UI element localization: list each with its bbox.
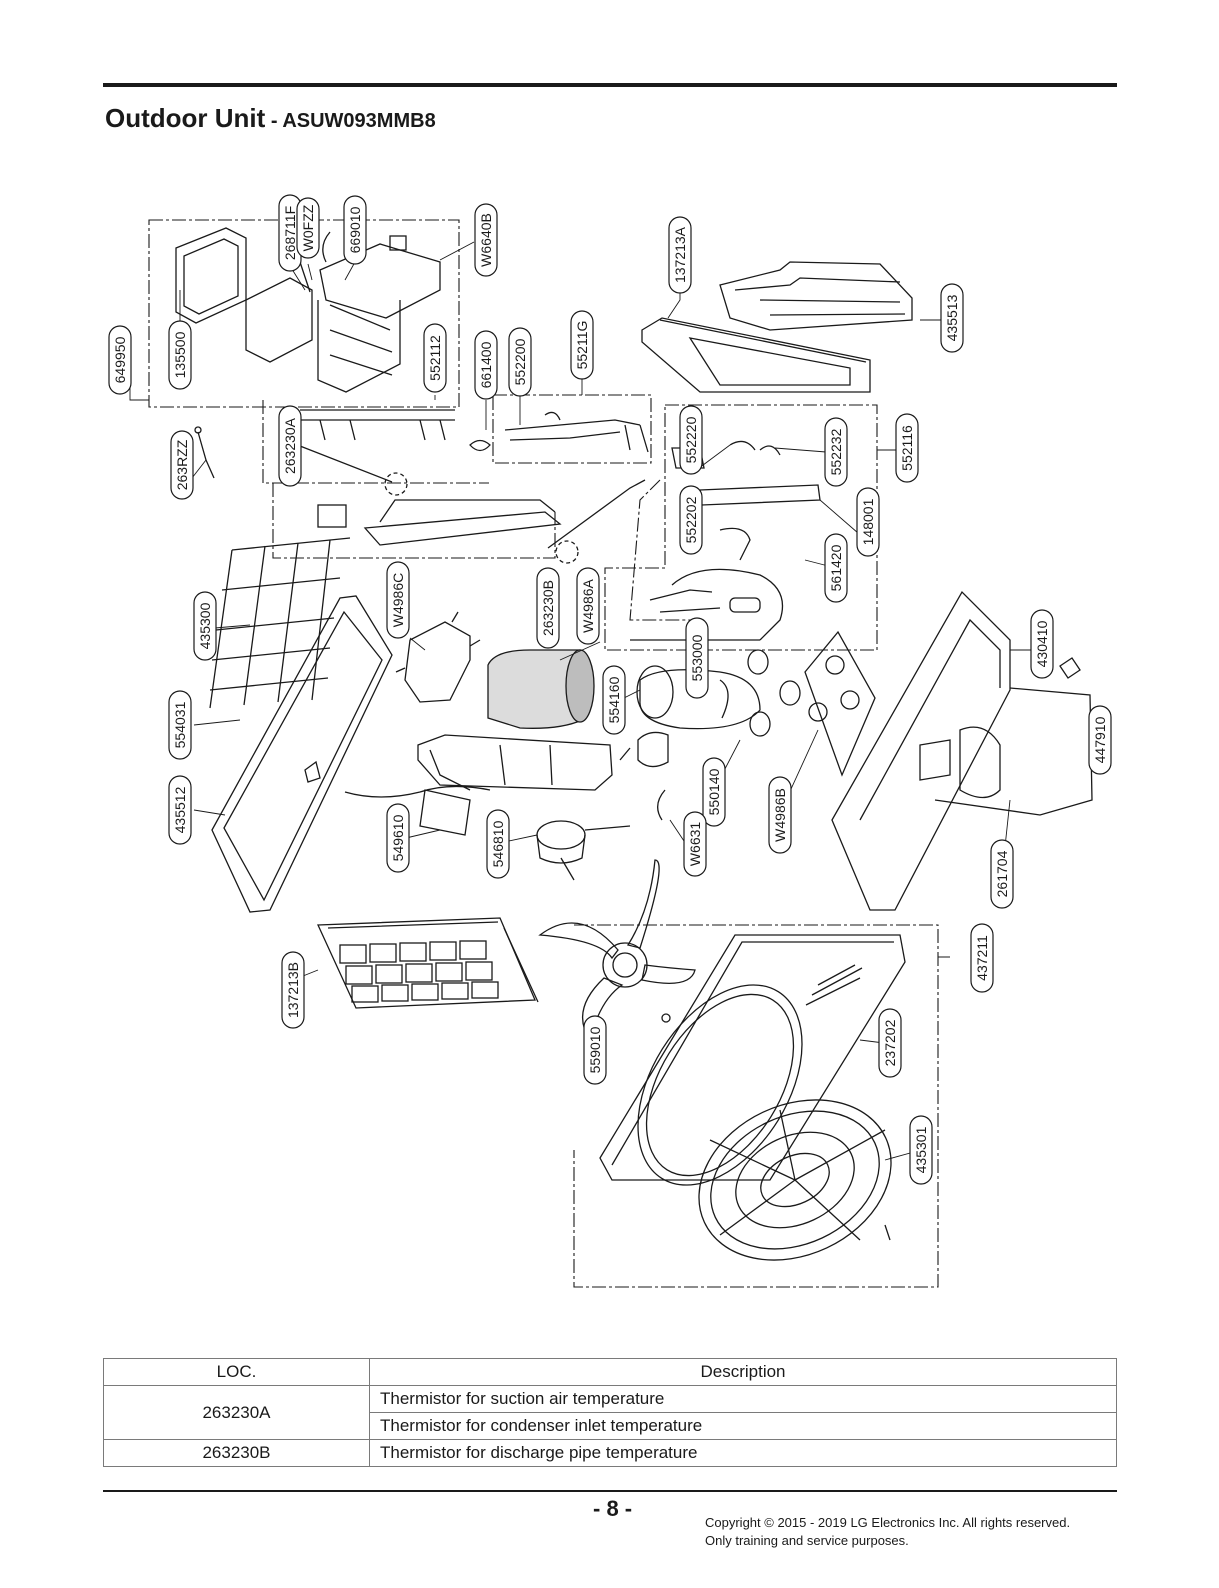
callout-W6640B: W6640B	[478, 213, 494, 267]
callout-552202: 552202	[683, 496, 699, 543]
callout-447910: 447910	[1092, 716, 1108, 763]
propeller-fan	[538, 859, 696, 1042]
air-filter-grille	[317, 917, 539, 1009]
description-cell: Thermistor for condenser inlet temperatu…	[369, 1412, 1117, 1440]
callout-237202: 237202	[882, 1019, 898, 1066]
table-row: 263230B Thermistor for discharge pipe te…	[103, 1439, 1117, 1467]
callout-552116: 552116	[899, 425, 915, 471]
loc-cell: 263230B	[103, 1439, 370, 1467]
page-number: - 8 -	[593, 1496, 633, 1521]
top-panel	[641, 261, 913, 393]
control-box-assembly	[175, 227, 441, 393]
callout-435513: 435513	[944, 294, 960, 341]
title-main: Outdoor Unit	[105, 103, 266, 133]
refrigerant-piping	[469, 411, 821, 641]
callout-552232: 552232	[828, 428, 844, 475]
exploded-view-diagram: 649950 135500 268711F W0FZZ 669010 W6640…	[108, 194, 1112, 1288]
copyright-notice: Copyright © 2015 - 2019 LG Electronics I…	[705, 1514, 1070, 1550]
header-loc: LOC.	[103, 1358, 370, 1386]
callout-559010: 559010	[587, 1026, 603, 1073]
callout-552112: 552112	[427, 335, 443, 381]
callout-W0FZZ: W0FZZ	[300, 204, 316, 251]
compressor-assembly	[487, 649, 801, 768]
callout-554031: 554031	[172, 701, 188, 748]
callout-553000: 553000	[689, 634, 705, 681]
description-cell: Thermistor for suction air temperature	[369, 1385, 1117, 1413]
callout-561420: 561420	[828, 544, 844, 591]
callout-55211G: 55211G	[574, 321, 590, 370]
callout-437211: 437211	[974, 935, 990, 981]
page-title: Outdoor Unit - ASUW093MMB8	[105, 103, 436, 134]
copyright-text: Copyright © 2015 - 2019 LG Electronics I…	[705, 1515, 1071, 1530]
table-header-row: LOC. Description	[103, 1358, 1117, 1386]
header-description: Description	[369, 1358, 1117, 1386]
callout-137213A: 137213A	[672, 226, 688, 283]
insulation-plate	[804, 630, 876, 777]
callout-148001: 148001	[860, 498, 876, 545]
callout-137213B: 137213B	[285, 962, 301, 1018]
front-cabinet	[599, 934, 906, 1186]
callout-W4986A: W4986A	[580, 578, 596, 632]
callout-435300: 435300	[197, 602, 213, 649]
callout-435512: 435512	[172, 786, 188, 833]
callout-649950: 649950	[112, 336, 128, 383]
side-grille	[209, 537, 351, 709]
callout-263230A: 263230A	[282, 417, 298, 474]
fan-motor	[536, 789, 666, 881]
description-cell: Thermistor for discharge pipe temperatur…	[369, 1439, 1117, 1467]
callout-263230B: 263230B	[540, 580, 556, 636]
top-rule	[103, 83, 1117, 87]
callout-W4986C: W4986C	[390, 573, 406, 627]
callout-549610: 549610	[390, 814, 406, 861]
callout-labels: 649950 135500 268711F W0FZZ 669010 W6640…	[108, 194, 1112, 1185]
title-model: - ASUW093MMB8	[265, 110, 436, 132]
right-side-panel	[831, 590, 1093, 911]
front-panel	[211, 595, 491, 913]
callout-263RZZ: 263RZZ	[174, 439, 190, 490]
callout-268711F: 268711F	[282, 206, 298, 260]
callout-W6631: W6631	[687, 822, 703, 867]
callout-546810: 546810	[490, 820, 506, 867]
callout-430410: 430410	[1034, 620, 1050, 667]
callout-W4986B: W4986B	[772, 788, 788, 842]
location-description-table: LOC. Description 263230A Thermistor for …	[103, 1358, 1117, 1467]
callout-554160: 554160	[606, 676, 622, 723]
partition-plate	[395, 611, 613, 836]
table-row: 263230A Thermistor for suction air tempe…	[103, 1385, 1117, 1440]
bottom-rule	[103, 1490, 1117, 1492]
callout-261704: 261704	[994, 850, 1010, 897]
callout-552220: 552220	[683, 416, 699, 463]
base-heater-assembly	[194, 409, 455, 479]
callout-550140: 550140	[706, 768, 722, 815]
callout-435301: 435301	[913, 1126, 929, 1173]
callout-135500: 135500	[172, 331, 188, 378]
callout-552200: 552200	[512, 338, 528, 385]
callout-661400: 661400	[478, 341, 494, 388]
discharge-grille	[698, 1099, 892, 1261]
terminal-block-assembly	[299, 445, 646, 564]
assembly-group-boxes	[148, 219, 939, 1288]
callout-669010: 669010	[347, 206, 363, 253]
usage-note: Only training and service purposes.	[705, 1533, 909, 1548]
loc-cell: 263230A	[103, 1385, 370, 1440]
